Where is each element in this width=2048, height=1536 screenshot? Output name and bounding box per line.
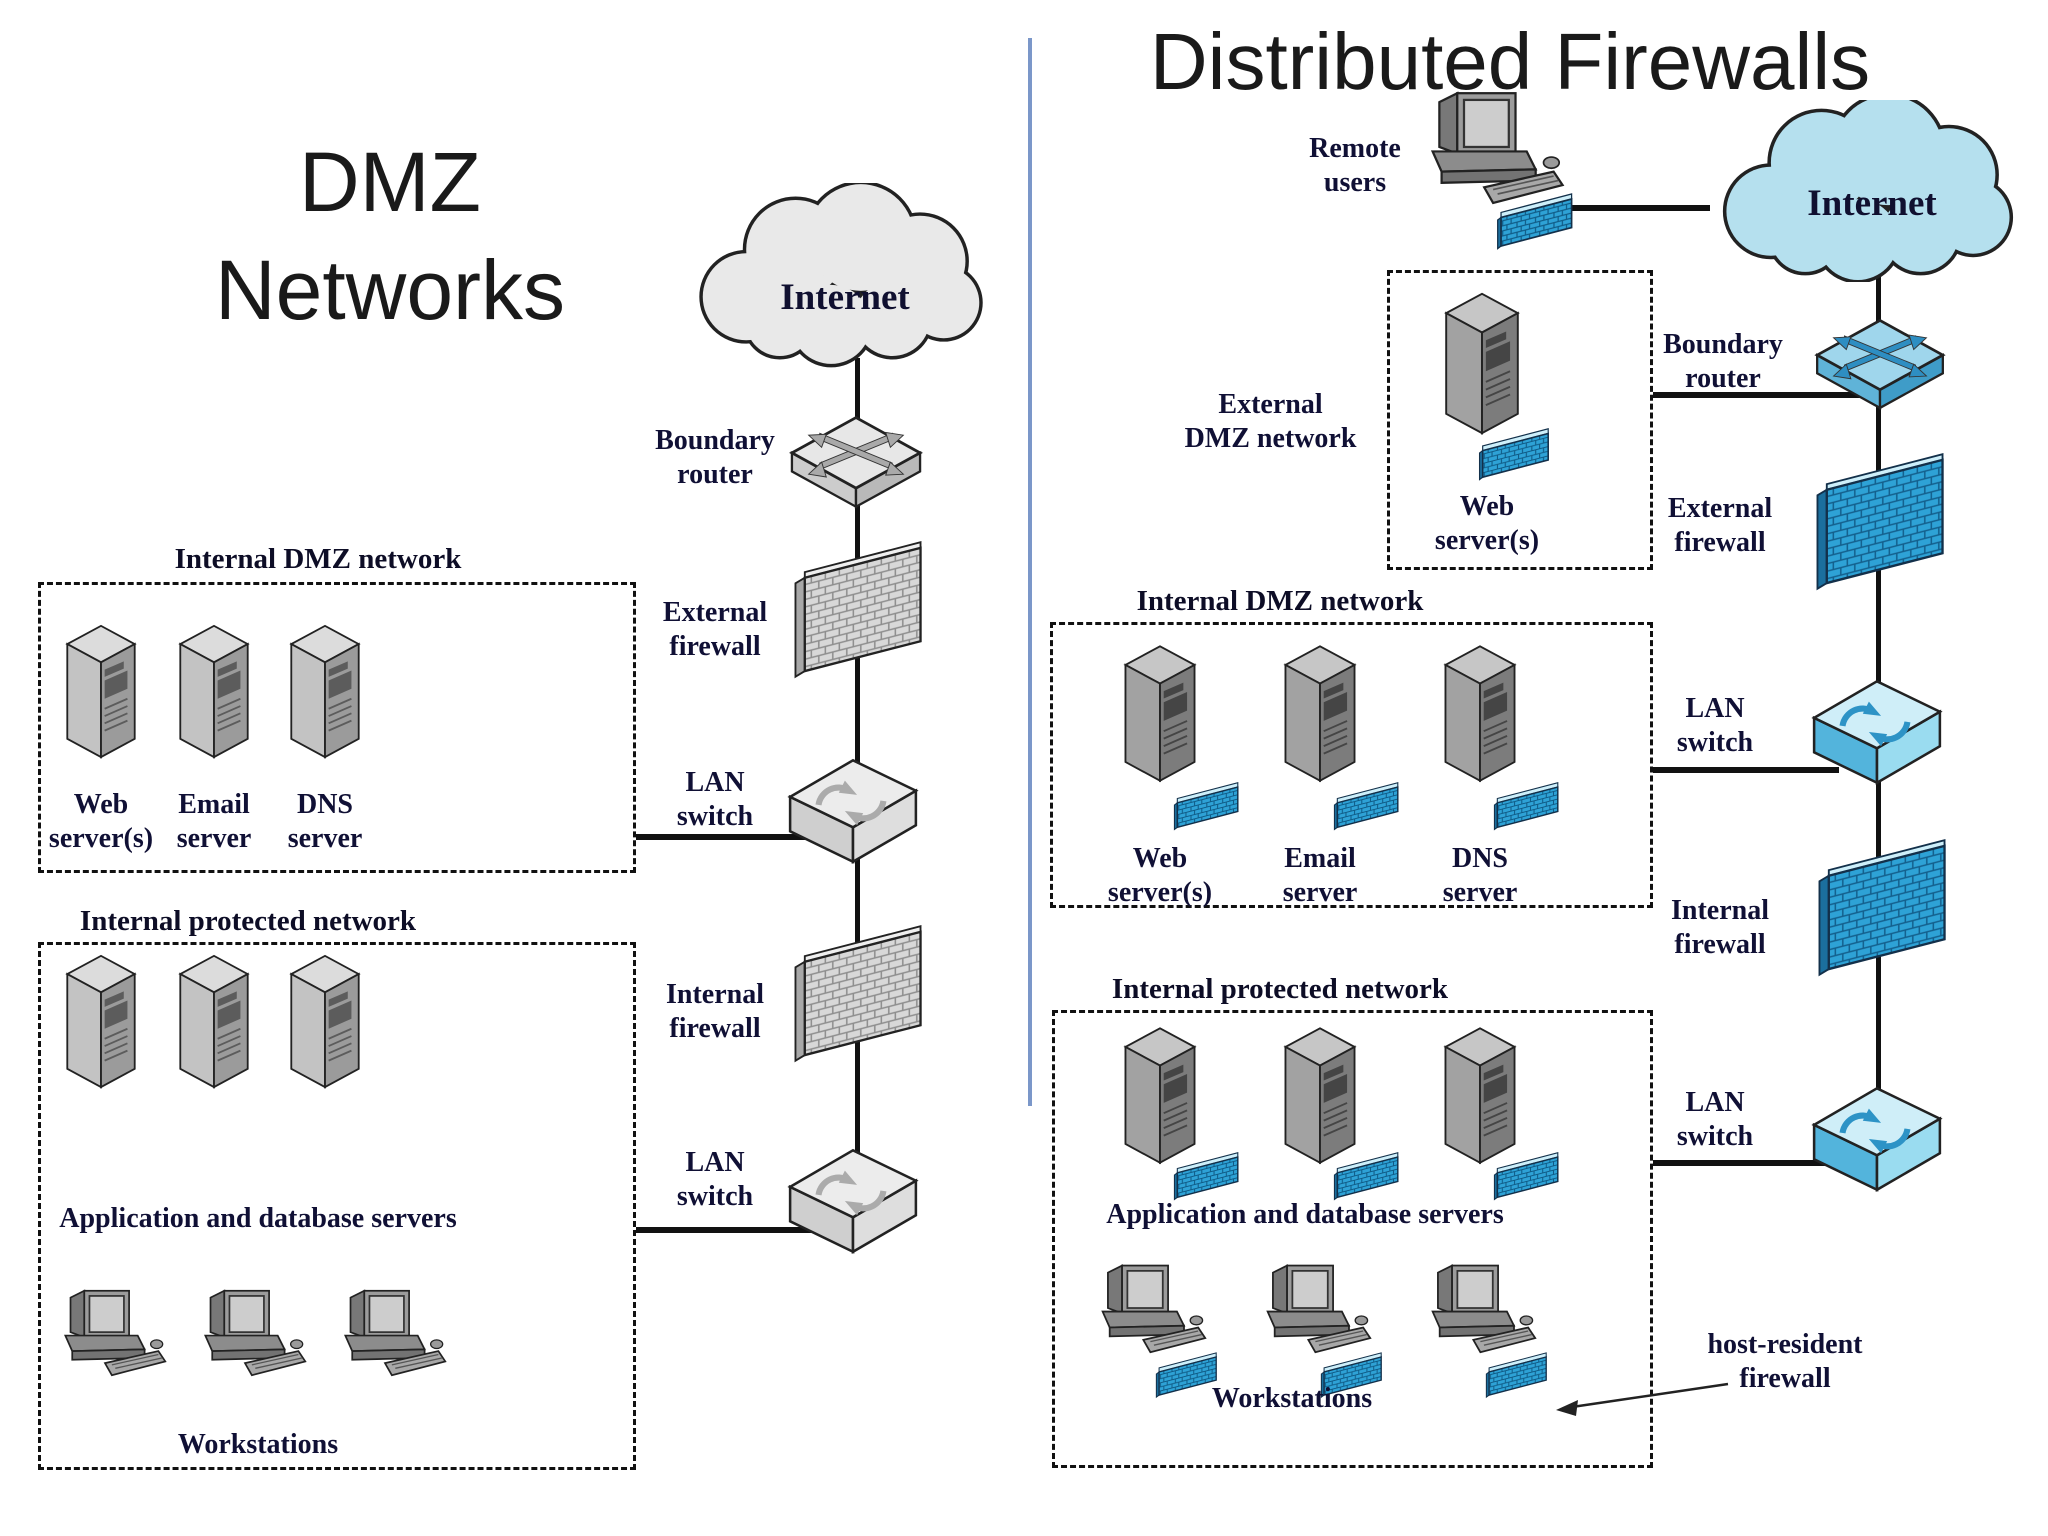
right-app-server-brick-icon-1	[1173, 1148, 1245, 1202]
left-workstation-icon-3	[335, 1272, 447, 1400]
right-internal-firewall-label: Internal firewall	[1671, 895, 1769, 960]
external-dmz-web-server-icon	[1438, 288, 1526, 438]
left-app-server-icon-2	[173, 950, 255, 1092]
left-workstations-caption: Workstations	[177, 1429, 339, 1460]
left-dmz-box-title: Internal DMZ network	[174, 543, 462, 575]
section-divider	[1028, 38, 1032, 1106]
left-lan-switch-bottom-label: LAN switch	[676, 1147, 754, 1212]
right-external-firewall-label: External firewall	[1667, 493, 1773, 558]
left-email-server-icon	[173, 620, 255, 762]
remote-users-label: Remote users	[1309, 133, 1401, 198]
left-dmz-box	[38, 582, 636, 873]
external-dmz-web-server-label: Web server(s)	[1434, 491, 1540, 556]
right-protected-box	[1052, 1010, 1653, 1468]
right-dns-server-icon	[1438, 640, 1522, 786]
right-web-server-brick-icon	[1173, 778, 1245, 832]
left-external-firewall-label: External firewall	[662, 597, 768, 662]
left-dmz-connector	[636, 834, 828, 840]
right-email-server-brick-icon	[1333, 778, 1405, 832]
right-app-server-icon-3	[1438, 1022, 1522, 1168]
right-boundary-router-label: Boundary router	[1663, 329, 1783, 394]
host-resident-firewall-label: host-resident firewall	[1707, 1329, 1863, 1394]
left-dns-server-icon	[284, 620, 366, 762]
right-dns-server-label: DNS server	[1442, 843, 1518, 908]
right-app-server-brick-icon-3	[1493, 1148, 1565, 1202]
left-workstation-icon-2	[195, 1272, 307, 1400]
right-lan-switch-bottom-icon	[1806, 1075, 1948, 1197]
right-app-servers-caption: Application and database servers	[1106, 1199, 1504, 1230]
left-protected-box	[38, 942, 636, 1470]
left-dns-server-label: DNS server	[287, 789, 363, 854]
right-dmz-connector	[1653, 767, 1839, 773]
right-internal-firewall-icon	[1812, 832, 1952, 982]
left-title: DMZ Networks	[214, 135, 566, 337]
right-title: Distributed Firewalls	[1149, 17, 1871, 106]
external-dmz-firewall-brick-icon	[1478, 424, 1556, 482]
right-dns-server-brick-icon	[1493, 778, 1565, 832]
left-app-server-icon-1	[60, 950, 142, 1092]
right-lan-switch-bottom-label: LAN switch	[1676, 1087, 1754, 1152]
right-email-server-icon	[1278, 640, 1362, 786]
right-app-server-icon-2	[1278, 1022, 1362, 1168]
right-app-server-icon-1	[1118, 1022, 1202, 1168]
right-trunk-line	[1876, 262, 1881, 1090]
right-web-server-icon	[1118, 640, 1202, 786]
right-dmz-box	[1050, 622, 1653, 908]
left-web-server-label: Web server(s)	[48, 789, 154, 854]
right-workstations-caption: Workstations	[1211, 1383, 1373, 1414]
right-protected-connector	[1653, 1160, 1839, 1166]
left-boundary-router-label: Boundary router	[655, 425, 775, 490]
right-web-server-label: Web server(s)	[1107, 843, 1213, 908]
left-boundary-router-icon	[786, 412, 926, 516]
left-external-firewall-icon	[788, 534, 928, 684]
left-lan-switch-top-icon	[782, 748, 924, 868]
left-app-servers-caption: Application and database servers	[59, 1203, 457, 1234]
right-lan-switch-top-label: LAN switch	[1676, 693, 1754, 758]
right-internet-label: Internet	[1807, 183, 1937, 224]
remote-users-firewall-brick-icon	[1496, 190, 1580, 250]
host-resident-firewall-arrow	[1548, 1378, 1733, 1420]
remote-users-internet-link	[1570, 205, 1710, 211]
right-boundary-router-icon	[1810, 315, 1950, 417]
external-dmz-box	[1387, 270, 1653, 570]
left-workstation-icon-1	[55, 1272, 167, 1400]
right-email-server-label: Email server	[1282, 843, 1358, 908]
left-app-server-icon-3	[284, 950, 366, 1092]
left-internal-firewall-icon	[788, 918, 928, 1068]
external-dmz-box-label: External DMZ network	[1184, 389, 1357, 454]
left-protected-connector	[636, 1227, 828, 1233]
right-protected-box-title: Internal protected network	[1111, 973, 1449, 1005]
left-internet-label: Internet	[780, 277, 910, 318]
right-app-server-brick-icon-2	[1333, 1148, 1405, 1202]
right-dmz-box-title: Internal DMZ network	[1136, 585, 1424, 617]
left-protected-box-title: Internal protected network	[79, 905, 417, 937]
right-lan-switch-top-icon	[1806, 668, 1948, 790]
left-lan-switch-top-label: LAN switch	[676, 767, 754, 832]
left-lan-switch-bottom-icon	[782, 1138, 924, 1258]
right-workstation-brick-icon-3	[1485, 1348, 1553, 1400]
left-email-server-label: Email server	[176, 789, 252, 854]
left-internal-firewall-label: Internal firewall	[666, 979, 764, 1044]
external-dmz-connector	[1653, 392, 1879, 398]
left-web-server-icon	[60, 620, 142, 762]
right-external-firewall-icon	[1810, 440, 1950, 602]
